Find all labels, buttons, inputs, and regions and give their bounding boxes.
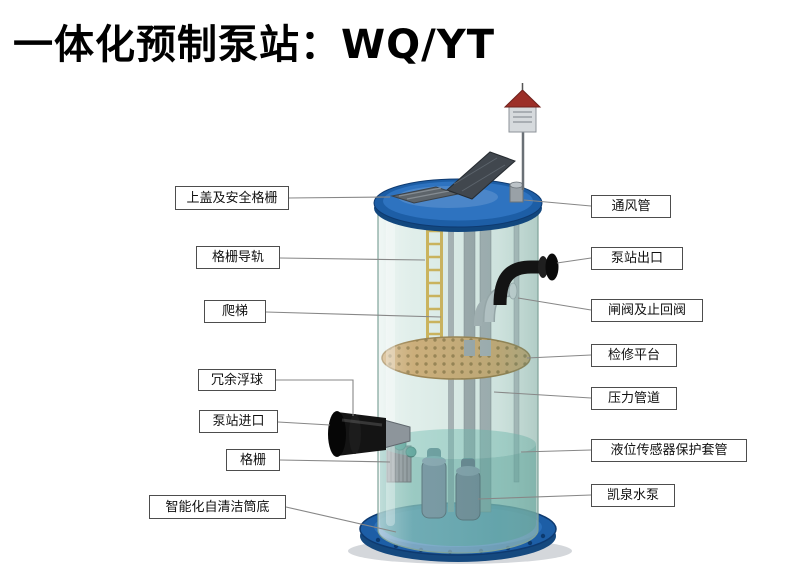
- label-pump-outlet: 泵站出口: [591, 247, 683, 270]
- label-pump-inlet: 泵站进口: [199, 410, 278, 433]
- label-grille: 格栅: [226, 449, 280, 471]
- leader-line: [517, 297, 592, 311]
- leader-lines: [265, 196, 592, 533]
- label-pressure-pipe: 压力管道: [591, 387, 677, 410]
- label-grille-guide-rail: 格栅导轨: [196, 246, 280, 269]
- label-self-cleaning-bottom: 智能化自清洁筒底: [149, 495, 286, 519]
- solar-panel: [446, 151, 516, 200]
- label-kaiquan-pump: 凯泉水泵: [591, 484, 675, 507]
- leader-line: [265, 311, 442, 318]
- vent-pipe: [509, 181, 524, 203]
- label-top-cover-safety-grille: 上盖及安全格栅: [175, 186, 289, 210]
- control-box-mast: [503, 83, 542, 190]
- page-title: 一体化预制泵站：WQ/YT: [13, 22, 495, 68]
- label-gate-check-valve: 闸阀及止回阀: [591, 299, 703, 322]
- inlet-pipe: [328, 411, 411, 457]
- leader-line: [285, 506, 397, 533]
- leader-line: [279, 459, 391, 463]
- label-ladder: 爬梯: [204, 300, 266, 323]
- leader-line: [556, 257, 592, 264]
- leader-line: [277, 421, 331, 426]
- leader-line: [520, 449, 592, 453]
- leader-line: [523, 199, 592, 207]
- label-service-platform: 检修平台: [591, 344, 677, 367]
- leader-line: [477, 494, 592, 500]
- leader-line: [526, 354, 592, 359]
- glass-highlight: [386, 214, 395, 526]
- leader-line: [287, 196, 391, 199]
- outlet-pipe: [493, 253, 559, 306]
- leader-line: [279, 257, 426, 261]
- control-box-roof: [503, 89, 542, 108]
- label-redundant-float: 冗余浮球: [198, 369, 276, 391]
- tank-shell-front: [377, 205, 539, 554]
- label-vent-pipe: 通风管: [591, 195, 671, 218]
- label-level-sensor-sleeve: 液位传感器保护套管: [591, 439, 747, 462]
- leader-line: [276, 379, 354, 416]
- leader-line: [493, 391, 592, 399]
